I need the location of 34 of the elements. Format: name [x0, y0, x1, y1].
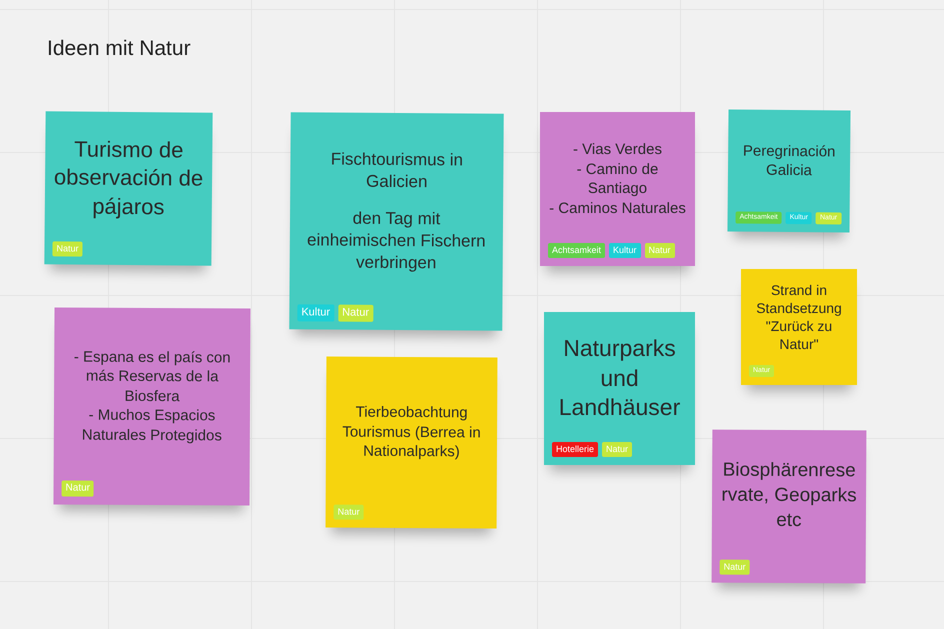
- note-text: Strand in Standsetzung "Zurück zu Natur": [755, 280, 843, 354]
- sticky-note: [326, 356, 498, 528]
- tag: Natur: [334, 504, 364, 520]
- note-text: - Muchos Espacios Naturales Protegidos: [80, 406, 223, 446]
- note-text: Tierbeobachtung Tourismus (Berrea in Nationalparks): [341, 402, 482, 462]
- sticky-note: [727, 109, 851, 233]
- sticky-note: [712, 430, 866, 584]
- note-text: - Caminos Naturales: [548, 198, 687, 218]
- tag: Achtsamkeit: [548, 243, 606, 258]
- tag: Natur: [602, 442, 632, 457]
- sticky-note: [44, 111, 213, 266]
- tag: Natur: [644, 243, 675, 258]
- note-text: - Vias Verdes: [572, 140, 663, 160]
- sticky-note: [544, 312, 695, 465]
- tag: Natur: [338, 304, 374, 322]
- note-text: Peregrinación Galicia: [742, 141, 837, 181]
- tag: Kultur: [609, 243, 641, 258]
- sticky-note: [289, 112, 504, 331]
- sticky-note: [53, 308, 251, 506]
- note-text: - Espana es el país con más Reservas de la Biosfera: [72, 347, 232, 407]
- tag: Hotellerie: [552, 442, 598, 457]
- tag: Natur: [720, 560, 750, 575]
- tag: Natur: [62, 480, 94, 497]
- note-text: Turismo de observación de pájaros: [52, 135, 204, 222]
- note-text: den Tag mit einheimischen Fischern verbringen: [306, 207, 487, 274]
- note-text: Naturparks und Landhäuser: [558, 334, 682, 422]
- tag: Kultur: [297, 304, 334, 322]
- sticky-note: [540, 112, 695, 266]
- sticky-note: [741, 269, 857, 385]
- note-text: Biosphärenreservate, Geoparks etc: [720, 459, 858, 533]
- note-text: Fischtourismus in Galicien: [330, 148, 464, 194]
- note-text: - Camino de Santiago: [576, 160, 660, 198]
- board-title: Ideen mit Natur: [47, 37, 191, 61]
- tag: Natur: [52, 242, 83, 257]
